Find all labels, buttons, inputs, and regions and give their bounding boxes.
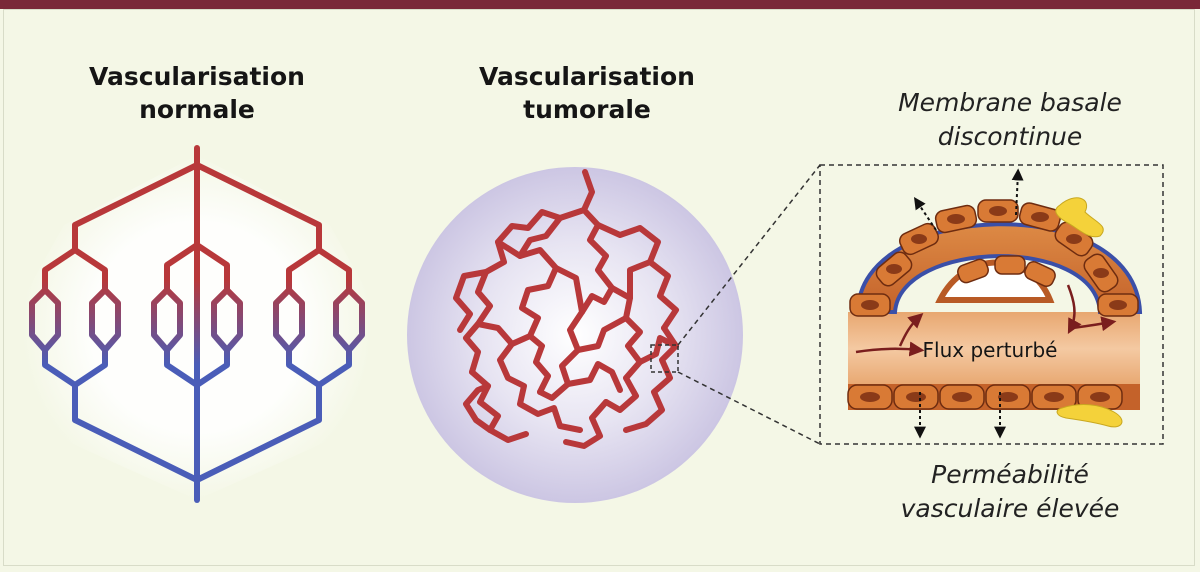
tumoral-title-line1: Vascularisation <box>479 62 695 91</box>
permeability-label-line2: vasculaire élevée <box>900 494 1120 523</box>
normal-title-line1: Vascularisation <box>89 62 305 91</box>
tumoral-title: Vascularisation tumorale <box>462 60 712 126</box>
membrane-label: Membrane basale discontinue <box>830 86 1190 154</box>
vessel-detail: Flux perturbé <box>819 164 1164 445</box>
pericyte-cells <box>1055 197 1123 428</box>
membrane-label-line1: Membrane basale <box>898 88 1122 117</box>
flow-label: Flux perturbé <box>923 338 1058 362</box>
normal-title-line2: normale <box>139 95 255 124</box>
normal-vessel-tree <box>29 145 365 503</box>
membrane-label-line2: discontinue <box>937 122 1083 151</box>
disturbed-flow-arrows <box>855 284 1117 357</box>
zoom-connector-top <box>677 164 821 346</box>
permeability-label-line1: Perméabilité <box>931 460 1089 489</box>
normal-vasculature <box>22 145 372 503</box>
permeability-label: Perméabilité vasculaire élevée <box>830 458 1190 526</box>
tumor-vessel-network <box>453 169 679 449</box>
leakage-arrows <box>914 168 1024 439</box>
header-bar <box>0 0 1200 9</box>
figure-frame <box>3 9 1195 566</box>
zoom-selection-box <box>650 344 679 373</box>
normal-title: Vascularisation normale <box>72 60 322 126</box>
cell-nuclei-top <box>861 206 1127 310</box>
tumoral-title-line2: tumorale <box>523 95 651 124</box>
tumoral-vasculature <box>407 167 743 503</box>
